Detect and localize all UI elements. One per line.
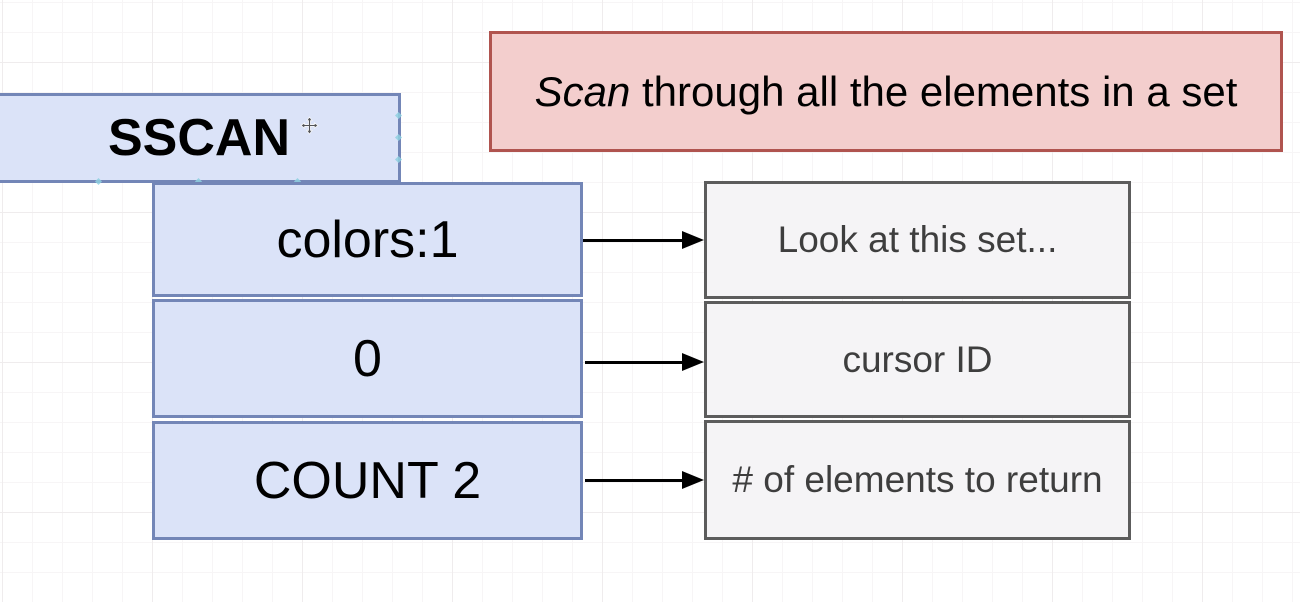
note-label: Scan through all the elements in a set bbox=[535, 68, 1238, 116]
arg-label: COUNT 2 bbox=[253, 451, 482, 510]
arg-label: colors:1 bbox=[276, 210, 459, 269]
sscan-command-shape[interactable]: SSCAN bbox=[0, 93, 401, 183]
sscan-command-label: SSCAN bbox=[107, 109, 291, 167]
note-rest: through all the elements in a set bbox=[630, 67, 1238, 115]
desc-shape-key[interactable]: Look at this set... bbox=[704, 181, 1131, 299]
arrow-count-to-desc[interactable] bbox=[585, 471, 704, 489]
arg-shape-key[interactable]: colors:1 bbox=[152, 182, 583, 297]
move-cursor-icon bbox=[300, 116, 319, 135]
desc-label: Look at this set... bbox=[777, 219, 1058, 260]
arg-shape-count[interactable]: COUNT 2 bbox=[152, 421, 583, 540]
note-emphasis: Scan bbox=[534, 67, 631, 115]
arrow-key-to-desc[interactable] bbox=[583, 231, 704, 249]
arrow-cursor-to-desc[interactable] bbox=[585, 353, 704, 371]
desc-shape-count[interactable]: # of elements to return bbox=[704, 420, 1131, 540]
arg-shape-cursor[interactable]: 0 bbox=[152, 299, 583, 418]
desc-shape-cursor[interactable]: cursor ID bbox=[704, 301, 1131, 418]
desc-label: # of elements to return bbox=[732, 459, 1103, 500]
arg-label: 0 bbox=[353, 329, 382, 388]
desc-label: cursor ID bbox=[842, 338, 993, 380]
note-shape[interactable]: Scan through all the elements in a set bbox=[489, 31, 1283, 152]
